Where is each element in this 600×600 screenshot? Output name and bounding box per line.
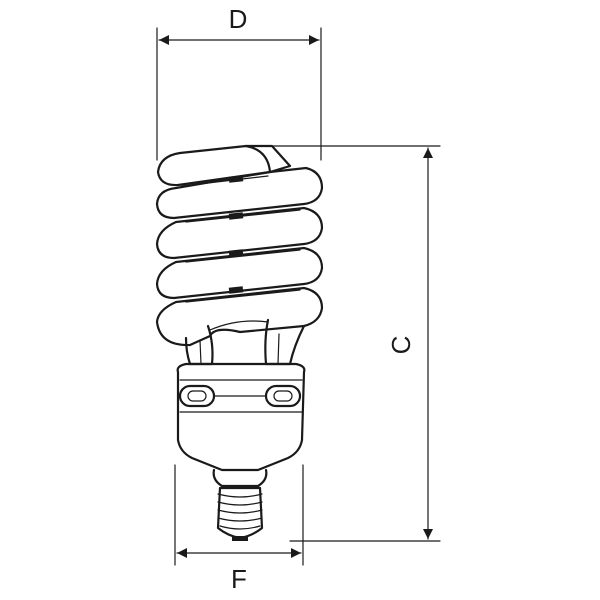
tube-bridge (228, 212, 244, 220)
tube-lower-arc (209, 320, 269, 331)
housing-clip-left (178, 384, 216, 408)
ballast-housing (176, 362, 306, 488)
screw-base (216, 486, 264, 541)
spiral-tube (155, 144, 324, 366)
tube-leg-edge (199, 339, 202, 365)
tube-leg-edge (277, 333, 280, 365)
tube-top-cap (244, 144, 292, 174)
tube-turn-2 (155, 166, 324, 220)
tube-edge (181, 175, 269, 187)
tube-bridge (228, 175, 244, 183)
housing-body (176, 362, 306, 472)
screw-thread (217, 501, 263, 506)
tube-turn-3 (155, 206, 324, 260)
dimension-label-c: C (386, 336, 416, 355)
dimension-label-d: D (229, 4, 248, 34)
tube-turn-4 (155, 246, 324, 300)
screw-contact (232, 536, 248, 541)
screw-thread (219, 525, 261, 530)
tube-turn-1 (156, 144, 272, 187)
housing-neck (212, 468, 268, 488)
housing-clip-right (264, 384, 302, 408)
dimension-d: D (156, 4, 322, 161)
screw-thread (217, 493, 263, 498)
housing-clip-inner (187, 390, 207, 402)
screw-thread (217, 509, 263, 514)
screw-thread (217, 517, 263, 522)
tube-edge (185, 289, 301, 303)
tube-edge (185, 249, 301, 263)
tube-turn-5 (155, 286, 324, 347)
housing-clip-inner (273, 390, 293, 402)
dimension-label-f: F (231, 564, 247, 594)
dimension-f: F (174, 464, 304, 594)
tube-bridge (228, 249, 244, 257)
tube-bridge (228, 286, 244, 294)
dimension-c: C (271, 145, 441, 542)
